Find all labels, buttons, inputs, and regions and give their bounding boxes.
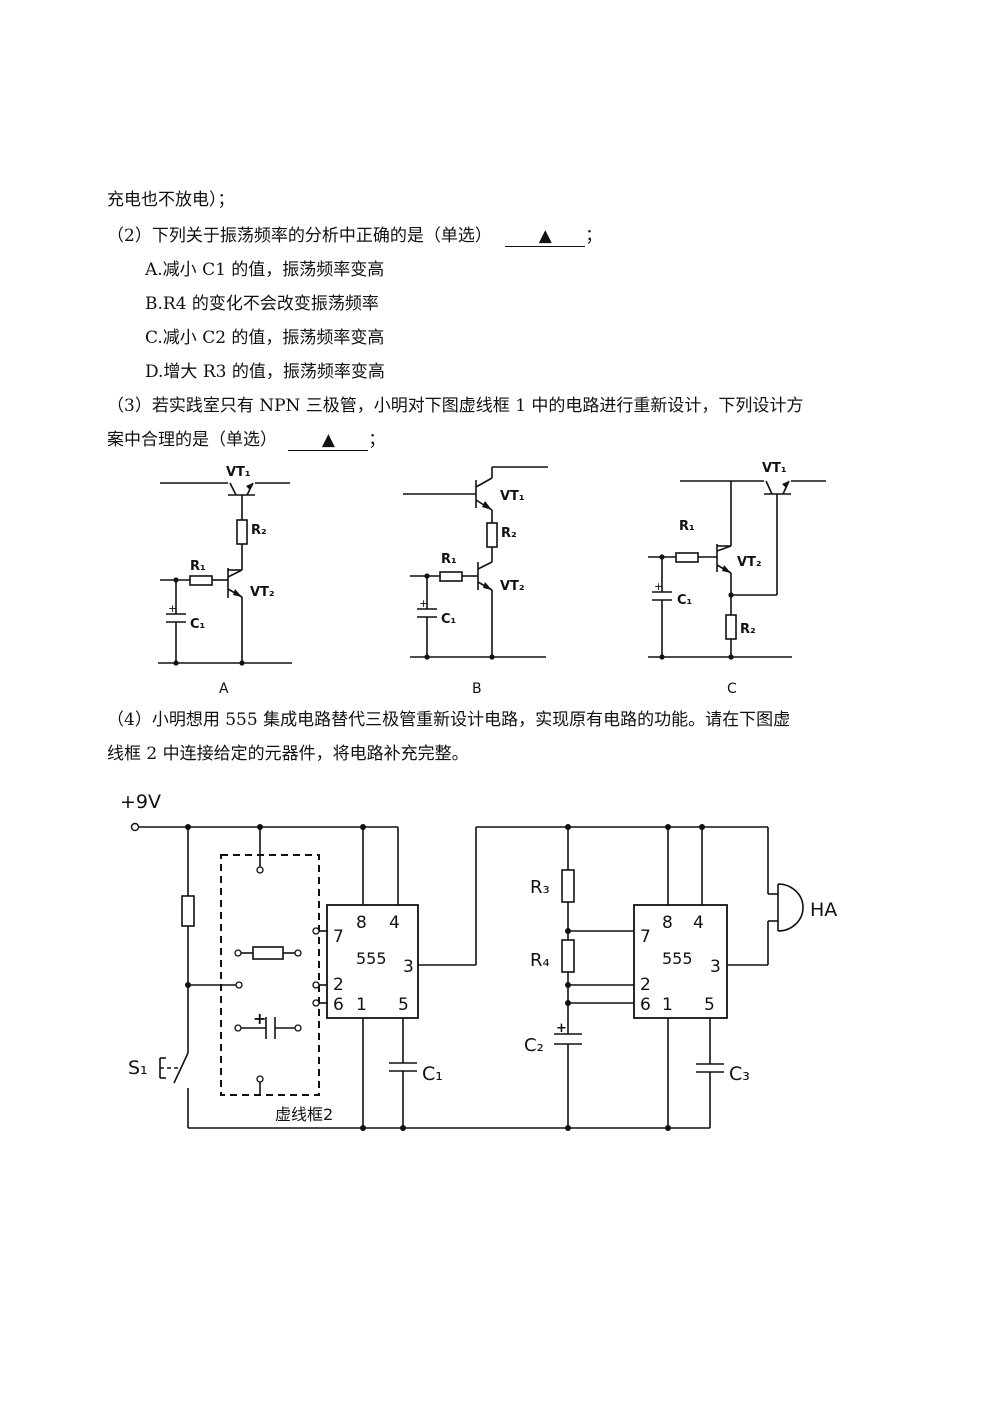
svg-text:8: 8 (662, 913, 673, 933)
question-3-line2: 案中合理的是（单选） ▲； (107, 428, 385, 452)
answer-blank-3[interactable]: ▲ (288, 430, 369, 451)
label-r1-a: R₁ (190, 559, 206, 574)
svg-text:1: 1 (662, 995, 673, 1015)
label-c2: C₂ (524, 1035, 544, 1056)
svg-text:+: + (556, 1021, 567, 1036)
label-vt1-b: VT₁ (500, 489, 525, 504)
label-c1-b: C₁ (441, 612, 456, 627)
label-r3: R₃ (530, 877, 550, 898)
buzzer-ha (777, 883, 804, 932)
label-vt1-c: VT₁ (762, 461, 787, 476)
svg-text:3: 3 (403, 957, 414, 977)
switch-label: S₁ (128, 1057, 148, 1079)
svg-text:+: + (419, 597, 428, 610)
svg-text:2: 2 (333, 975, 344, 995)
question-3-text: 案中合理的是（单选） (107, 430, 277, 450)
question-2-text: （2）下列关于振荡频率的分析中正确的是（单选） (107, 226, 492, 246)
caption-a: A (219, 681, 229, 697)
answer-blank-2[interactable]: ▲ (505, 226, 586, 247)
svg-text:5: 5 (398, 995, 409, 1015)
label-r1-b: R₁ (441, 552, 457, 567)
svg-text:+: + (654, 580, 663, 593)
question-2: （2）下列关于振荡频率的分析中正确的是（单选） ▲； (107, 224, 602, 248)
circuit-c: + VT₁ R₁ VT₂ C₁ R₂ C (648, 461, 826, 697)
label-c3: C₃ (729, 1063, 750, 1085)
ic2-555 (633, 904, 728, 1019)
svg-text:1: 1 (356, 995, 367, 1015)
svg-text:5: 5 (704, 995, 715, 1015)
label-vt1-a: VT₁ (226, 465, 251, 480)
question-3-line1: （3）若实践室只有 NPN 三极管，小明对下图虚线框 1 中的电路进行重新设计，… (107, 396, 804, 416)
label-ha: HA (810, 899, 837, 921)
circuit-b: + VT₁ R₂ R₁ VT₂ C₁ B (403, 466, 548, 697)
question-2-suffix: ； (585, 226, 603, 246)
option-a: A.减小 C1 的值，振荡频率变高 (145, 260, 385, 280)
option-d: D.增大 R3 的值，振荡频率变高 (145, 362, 385, 382)
caption-b: B (472, 681, 482, 697)
label-r4: R₄ (530, 950, 550, 971)
svg-text:6: 6 (333, 995, 344, 1015)
label-vt2-a: VT₂ (250, 585, 275, 600)
caption-c: C (727, 681, 737, 697)
label-r2-c: R₂ (740, 622, 756, 637)
ic1-555 (326, 904, 419, 1019)
continued-text: 充电也不放电）； (107, 190, 235, 210)
label-c1-c: C₁ (677, 593, 692, 608)
label-c1-a: C₁ (190, 617, 205, 632)
svg-text:7: 7 (640, 927, 651, 947)
option-b: B.R4 的变化不会改变振荡频率 (145, 294, 379, 314)
label-r2-a: R₂ (251, 523, 267, 538)
label-r2-b: R₂ (501, 526, 517, 541)
label-c1-main: C₁ (422, 1063, 443, 1085)
svg-text:2: 2 (640, 975, 651, 995)
option-c: C.减小 C2 的值，振荡频率变高 (145, 328, 385, 348)
question-4-line1: （4）小明想用 555 集成电路替代三极管重新设计电路，实现原有电路的功能。请在… (107, 710, 791, 730)
svg-text:+: + (168, 602, 177, 615)
question-4-line2: 线框 2 中连接给定的元器件，将电路补充完整。 (107, 744, 469, 764)
svg-text:6: 6 (640, 995, 651, 1015)
question-3-suffix: ； (368, 430, 386, 450)
label-vt2-b: VT₂ (500, 579, 525, 594)
svg-text:4: 4 (389, 913, 400, 933)
svg-text:555: 555 (662, 949, 693, 968)
circuit-a: + VT₁ R₂ R₁ VT₂ C₁ A (158, 465, 292, 697)
dashed-box-2 (220, 854, 320, 1096)
box-label: 虚线框2 (275, 1105, 333, 1124)
svg-text:555: 555 (356, 949, 387, 968)
svg-text:3: 3 (710, 957, 721, 977)
svg-text:4: 4 (693, 913, 704, 933)
svg-text:7: 7 (333, 927, 344, 947)
label-r1-c: R₁ (679, 519, 695, 534)
main-circuit: +9V S₁ + 虚线框2 (120, 791, 837, 1131)
supply-label: +9V (120, 791, 161, 813)
label-vt2-c: VT₂ (737, 555, 762, 570)
svg-text:+: + (253, 1009, 266, 1028)
svg-text:8: 8 (356, 913, 367, 933)
